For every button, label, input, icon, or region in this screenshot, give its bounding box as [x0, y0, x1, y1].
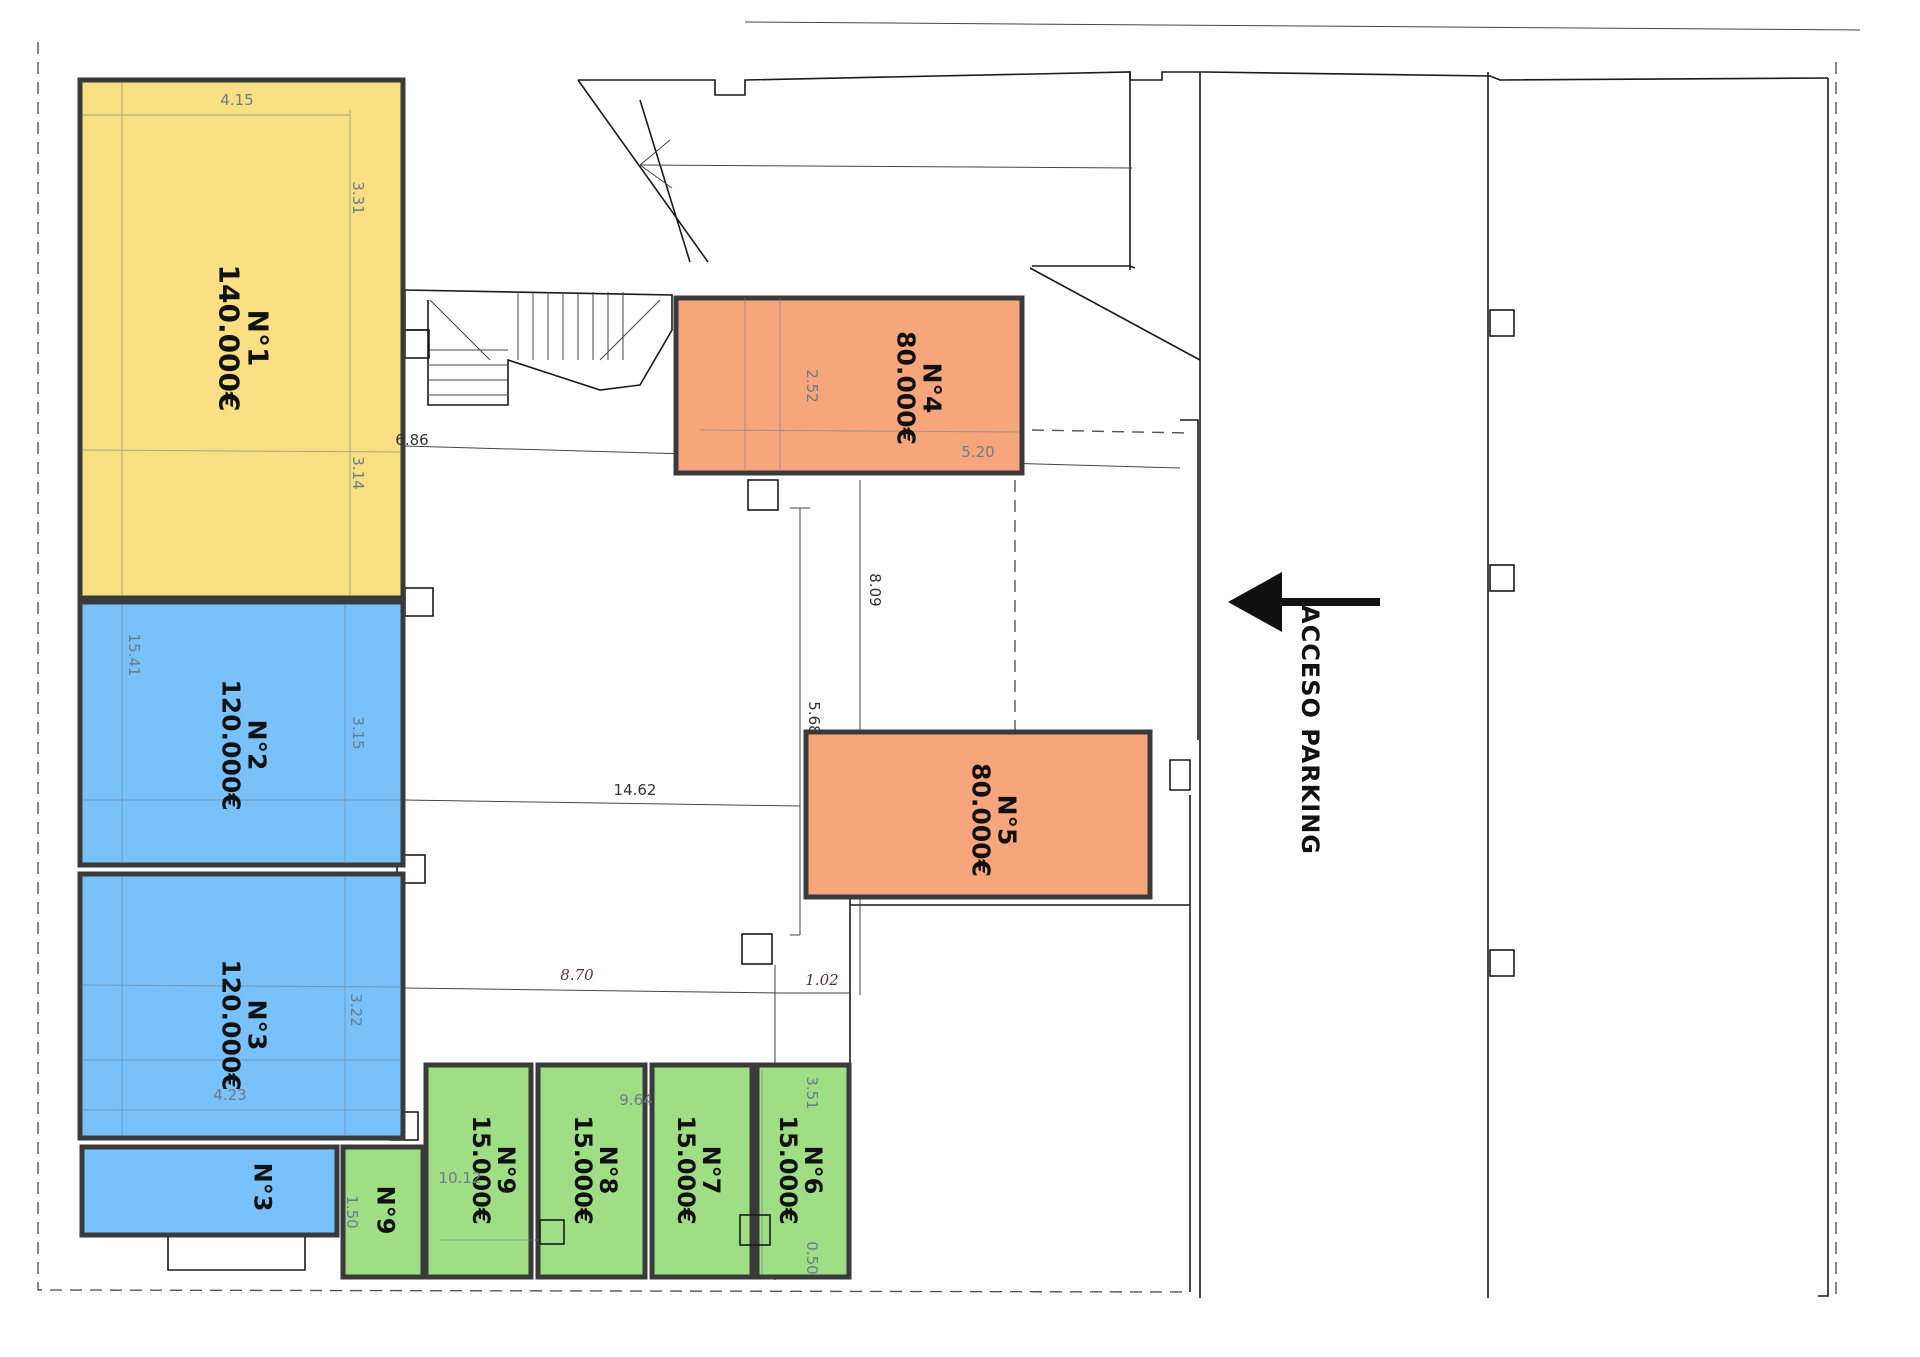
dimension-label: 3.51 [803, 1076, 821, 1110]
unit-1-area [77, 77, 406, 601]
unit-price: 140.000€ [212, 264, 245, 412]
stair-steps [428, 292, 661, 396]
unit-price: 15.000€ [569, 1115, 597, 1225]
parking-top [1204, 71, 1829, 81]
unit-number: N°7 [697, 1145, 726, 1195]
unit-3-label: N°3 120.000€ [216, 959, 272, 1091]
upper-wall [578, 71, 1131, 270]
unit-3b-area [79, 1144, 340, 1238]
dimension-label: 3.14 [349, 456, 367, 490]
dimension-label: 9.64 [619, 1091, 653, 1109]
unit-price: 80.000€ [891, 331, 920, 445]
unit-inner-lines [81, 82, 1021, 1275]
unit-number: N°2 [242, 719, 272, 771]
unit-9b-area [340, 1144, 426, 1280]
dimension-label: 2.52 [803, 369, 821, 403]
unit-number: N°8 [594, 1145, 623, 1195]
column [739, 1214, 771, 1246]
unit-3b-label: N°3 [248, 1162, 277, 1212]
dimension-label: 5.68 [805, 701, 823, 735]
unit-number: N°9 [371, 1185, 400, 1235]
column [404, 587, 434, 617]
dimension-label: 14.62 [613, 781, 657, 799]
unit-price: 15.000€ [774, 1115, 802, 1225]
upper-wall [1129, 71, 1205, 81]
unit-5-area [803, 729, 1153, 900]
stair-outline [404, 289, 673, 406]
dashed-line [1014, 480, 1140, 746]
column [539, 1219, 565, 1245]
unit-number: N°9 [492, 1145, 521, 1195]
dimension-label: 3.15 [349, 716, 367, 750]
column [1169, 759, 1191, 791]
unit-price: 120.000€ [216, 679, 245, 811]
upper-wall [1032, 265, 1136, 269]
unit-number: N°5 [992, 794, 1022, 846]
dimension-label: 8.09 [866, 573, 884, 607]
top-edge [744, 21, 1861, 31]
dimension-label: 1.50 [343, 1195, 361, 1229]
unit-number: N°4 [917, 362, 947, 414]
ramp-arrow-line [639, 164, 1133, 169]
unit-number: N°3 [242, 999, 272, 1051]
unit-number: N°6 [799, 1145, 828, 1195]
unit-4-label: N°4 80.000€ [891, 331, 947, 445]
column [404, 329, 430, 359]
unit-9b-label: N°9 [371, 1185, 400, 1235]
unit-7-area [649, 1062, 755, 1280]
ramp-arrow-head [639, 139, 673, 189]
unit-3-area [77, 871, 406, 1141]
unit-2-label: N°2 120.000€ [216, 679, 272, 811]
column [1489, 949, 1515, 977]
ramp-edge [577, 79, 709, 263]
dimension-label: 8.70 [560, 966, 594, 984]
column [1489, 564, 1515, 592]
unit-price: 120.000€ [216, 959, 245, 1091]
wall [404, 290, 428, 331]
unit-number: N°3 [248, 1162, 277, 1212]
diagonal-wall [1029, 267, 1201, 361]
unit-2-area [77, 599, 406, 868]
unit-8-area [535, 1062, 648, 1280]
dashed-line [1031, 429, 1191, 434]
site-boundary [37, 42, 1191, 1293]
unit-price: 80.000€ [966, 763, 995, 877]
access-arrow-icon [1228, 572, 1282, 632]
unit-9-area [423, 1062, 534, 1280]
dimension-label: 3.31 [349, 181, 367, 215]
wall [167, 1237, 306, 1271]
column [741, 933, 773, 965]
unit-6-area [754, 1062, 852, 1280]
dimension-label: 1.02 [805, 971, 839, 989]
unit-8-label: N°8 15.000€ [569, 1115, 623, 1225]
unit-1-label: N°1 140.000€ [212, 264, 275, 412]
access-parking-label: ACCESO PARKING [1296, 605, 1324, 855]
column [1489, 309, 1515, 337]
unit-6-label: N°6 15.000€ [774, 1115, 828, 1225]
unit-7-label: N°7 15.000€ [672, 1115, 726, 1225]
dimension-label: 6.86 [395, 431, 429, 449]
dimension-label: 4.15 [220, 91, 254, 109]
parking-right-wall [1818, 78, 1829, 1297]
column [747, 479, 779, 511]
unit-5-label: N°5 80.000€ [966, 763, 1022, 877]
unit-number: N°1 [241, 309, 275, 367]
dimension-label: 0.50 [803, 1241, 821, 1275]
wall [1180, 419, 1199, 740]
dimension-label: 5.20 [961, 443, 995, 461]
dimension-label: 15.41 [125, 633, 143, 677]
dimension-label: 3.22 [347, 993, 365, 1027]
dimension-label: 4.23 [213, 1086, 247, 1104]
dimension-label: 10.12 [438, 1169, 482, 1187]
unit-price: 15.000€ [672, 1115, 700, 1225]
column [396, 854, 426, 884]
ramp-edge [639, 99, 691, 263]
unit-4-area [673, 295, 1025, 476]
